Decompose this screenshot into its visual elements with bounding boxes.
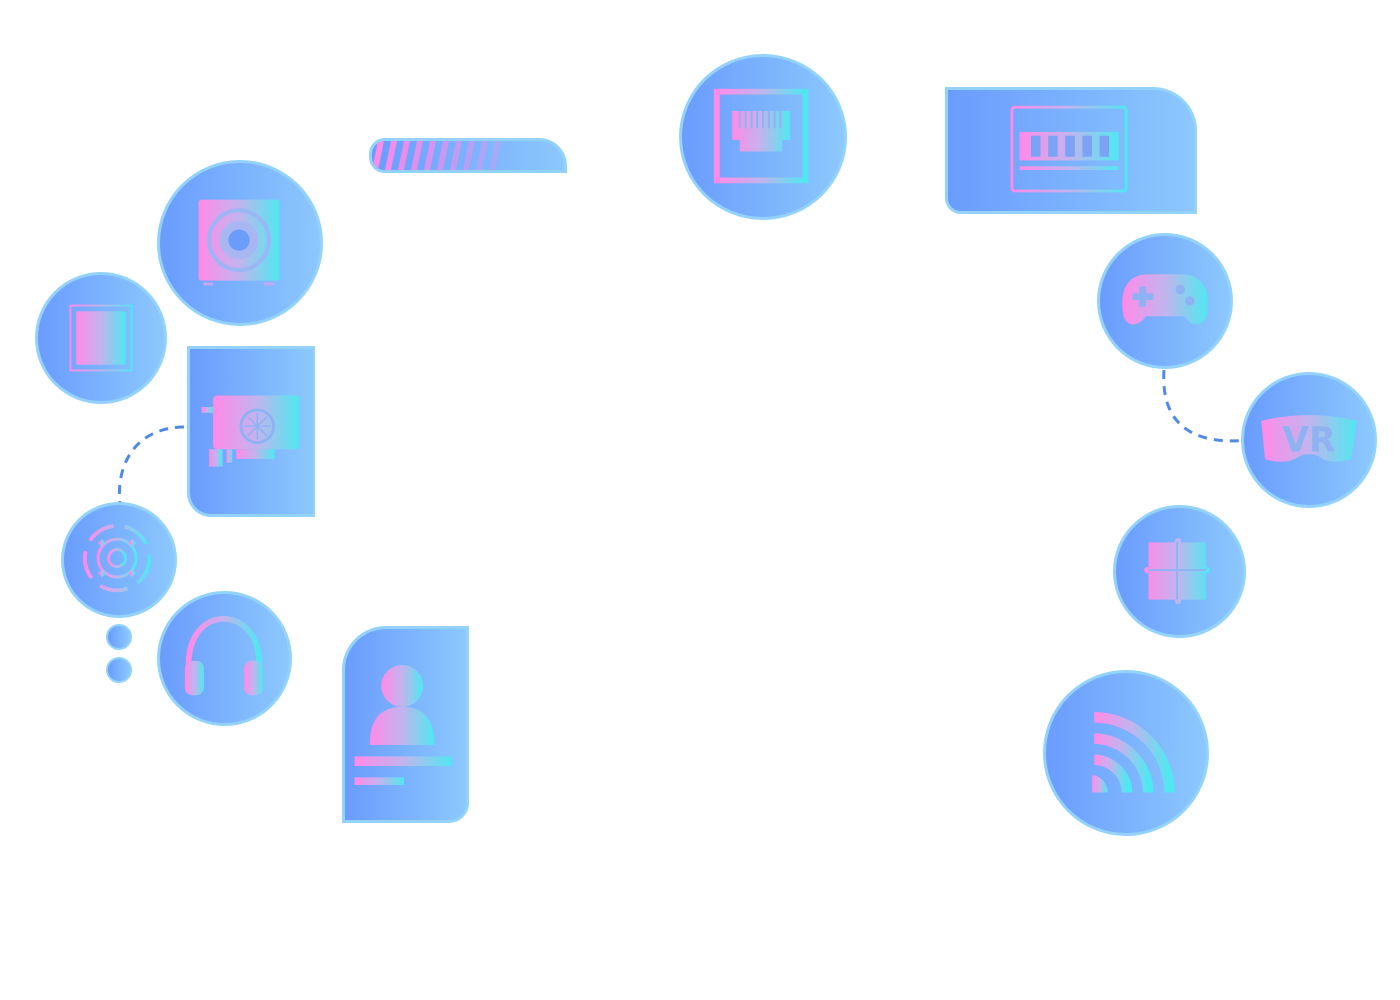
progress-stripe: [398, 141, 410, 170]
cpu-chip-icon: [61, 297, 141, 379]
vr-label: VR: [1282, 420, 1335, 460]
connector-gamepad-vr: [1162, 369, 1249, 443]
progress-stripe: [372, 141, 384, 170]
ram-node[interactable]: [945, 87, 1197, 214]
download-progress-bar: [369, 138, 567, 173]
speaker-icon: [198, 199, 280, 286]
graphics-card-icon: [201, 395, 300, 467]
wireless-node[interactable]: [1043, 670, 1209, 836]
progress-stripe: [437, 141, 449, 170]
progress-stripe: [476, 141, 488, 170]
headphones-icon: [184, 615, 264, 696]
ethernet-port-icon: [713, 88, 809, 184]
headphones-node[interactable]: [157, 591, 292, 726]
wireless-signal-icon: [1092, 712, 1175, 794]
gamepad-node[interactable]: [1097, 233, 1233, 369]
cpu-node[interactable]: [35, 272, 167, 404]
progress-stripe: [424, 141, 436, 170]
progress-stripe: [463, 141, 475, 170]
vr-node[interactable]: VR: [1241, 372, 1377, 508]
user-profile-icon: [354, 664, 452, 785]
progress-stripe: [411, 141, 423, 170]
progress-stripe: [385, 141, 397, 170]
gpu-node[interactable]: [187, 346, 315, 517]
pagination-dot[interactable]: [106, 624, 132, 650]
gamepad-icon: [1122, 274, 1208, 325]
settings-node[interactable]: [61, 502, 177, 618]
profile-card-node[interactable]: [342, 626, 469, 823]
progress-fill: [372, 141, 501, 170]
ram-module-icon: [1010, 105, 1128, 193]
vr-headset-icon: VR: [1261, 415, 1357, 462]
puzzle-icon: [1144, 538, 1211, 604]
gear-icon: [82, 523, 152, 593]
progress-stripe: [450, 141, 462, 170]
ethernet-node[interactable]: [679, 54, 847, 220]
progress-stripe: [489, 141, 501, 170]
puzzle-node[interactable]: [1113, 505, 1246, 638]
pagination-dot[interactable]: [106, 657, 132, 683]
speaker-node[interactable]: [157, 160, 323, 326]
